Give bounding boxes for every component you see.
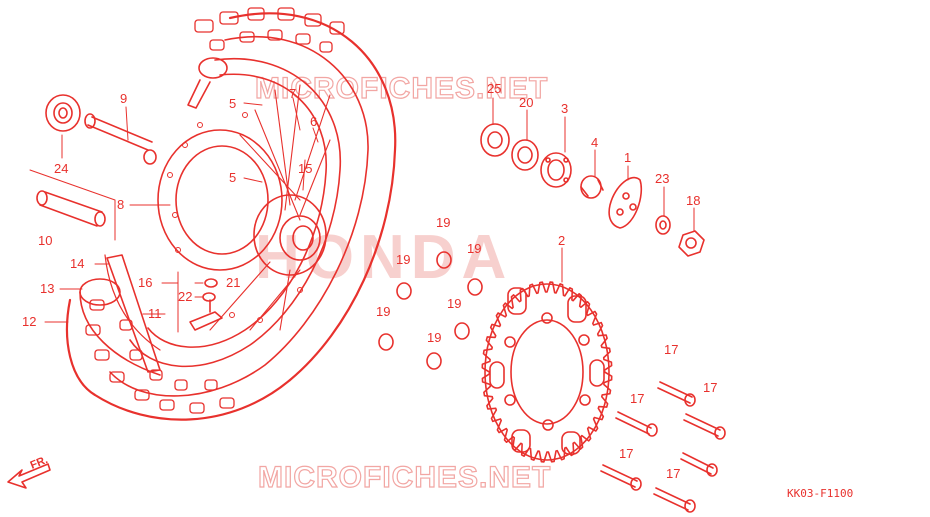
collar-4 [580,175,604,199]
rear-wheel [65,7,397,421]
rim-nipples [167,112,303,323]
spokes [209,84,331,331]
callout-21: 21 [226,275,240,290]
callout-5-upper: 5 [229,96,236,111]
bearing-25 [480,123,510,157]
spacer-10 [36,190,106,227]
callout-5-lower: 5 [229,170,236,185]
nut-21 [204,278,218,288]
callout-14: 14 [70,256,84,271]
callout-24: 24 [54,161,68,176]
callout-19-c: 19 [396,252,410,267]
distance-collar-9 [84,113,157,165]
front-direction-arrow [7,463,51,489]
bearing-24 [45,94,81,132]
callout-19-e: 19 [376,304,390,319]
tire-tread [85,7,345,414]
callout-19-b: 19 [467,241,481,256]
callouts: 25 20 3 4 1 23 18 9 24 5 7 6 15 5 8 10 1… [22,81,717,481]
callout-19-d: 19 [447,296,461,311]
nut-18 [678,230,705,257]
callout-11: 11 [148,306,162,321]
callout-15: 15 [298,161,312,176]
callout-19-a: 19 [436,215,450,230]
hub-drum [157,129,283,271]
callout-25: 25 [487,81,501,96]
leader-lines [44,97,695,333]
seal-20 [511,139,539,171]
valve-cap [198,57,228,79]
callout-9: 9 [120,91,127,106]
callout-18: 18 [686,193,700,208]
callout-1: 1 [624,150,631,165]
callout-20: 20 [519,95,533,110]
callout-8: 8 [117,197,124,212]
callout-16: 16 [138,275,152,290]
washer-23 [655,215,671,235]
site-watermark-bottom: MICROFICHES.NET [258,461,551,494]
callout-6: 6 [310,114,317,129]
nut-19-group [378,251,483,370]
rim-band-14 [106,254,161,373]
callout-17-b: 17 [703,380,717,395]
rim-lock [189,311,223,331]
callout-22: 22 [178,289,192,304]
callout-17-e: 17 [666,466,680,481]
callout-12: 12 [22,314,36,329]
callout-19-f: 19 [427,330,441,345]
callout-3: 3 [561,101,568,116]
callout-23: 23 [655,171,669,186]
callout-17-a: 17 [664,342,678,357]
driven-sprocket-2 [481,281,613,463]
site-watermark-top: MICROFICHES.NET [255,72,548,105]
callout-13: 13 [40,281,54,296]
callout-7: 7 [289,86,296,101]
callout-17-c: 17 [630,391,644,406]
callout-10: 10 [38,233,52,248]
callout-4: 4 [591,135,598,150]
figure-code: KK03-F1100 [787,487,853,500]
callout-17-d: 17 [619,446,633,461]
callout-2: 2 [558,233,565,248]
chain-guide-1 [608,176,642,229]
washer-22 [202,292,216,302]
sprocket-flange-3 [540,152,572,188]
bolt-17-group [600,381,726,513]
